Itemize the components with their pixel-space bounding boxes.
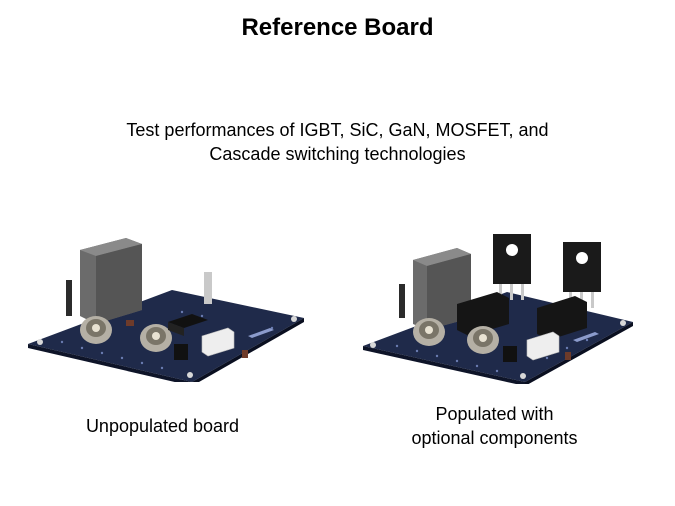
caption-populated-line-1: Populated with xyxy=(435,404,554,424)
white-connector xyxy=(201,327,235,357)
bnc-connector xyxy=(413,318,445,346)
driver-module xyxy=(537,296,587,340)
power-transistor xyxy=(493,234,531,300)
bnc-connector xyxy=(80,316,112,344)
slide-title: Reference Board xyxy=(241,14,434,41)
caption-unpopulated-line-1: Unpopulated board xyxy=(85,416,240,436)
white-connector xyxy=(526,331,560,361)
subtitle-line-2: Cascade switching technologies xyxy=(209,144,466,164)
populated-board-illustration xyxy=(363,234,633,384)
subtitle-line-1: Test performances of IGBT, SiC, GaN, MOS… xyxy=(126,120,549,140)
populated-board-image xyxy=(357,228,637,384)
driver-module xyxy=(457,292,509,336)
unpopulated-board-illustration xyxy=(28,238,304,382)
bnc-connector xyxy=(140,324,172,352)
slide-subtitle: Test performances of IGBT, SiC, GaN, MOS… xyxy=(37,118,638,166)
unpopulated-board-image xyxy=(22,232,308,382)
caption-unpopulated: Unpopulated board xyxy=(40,414,285,438)
caption-populated-line-2: optional components xyxy=(411,428,578,448)
caption-populated: Populated with optional components xyxy=(372,402,617,450)
bnc-connector xyxy=(467,326,499,354)
